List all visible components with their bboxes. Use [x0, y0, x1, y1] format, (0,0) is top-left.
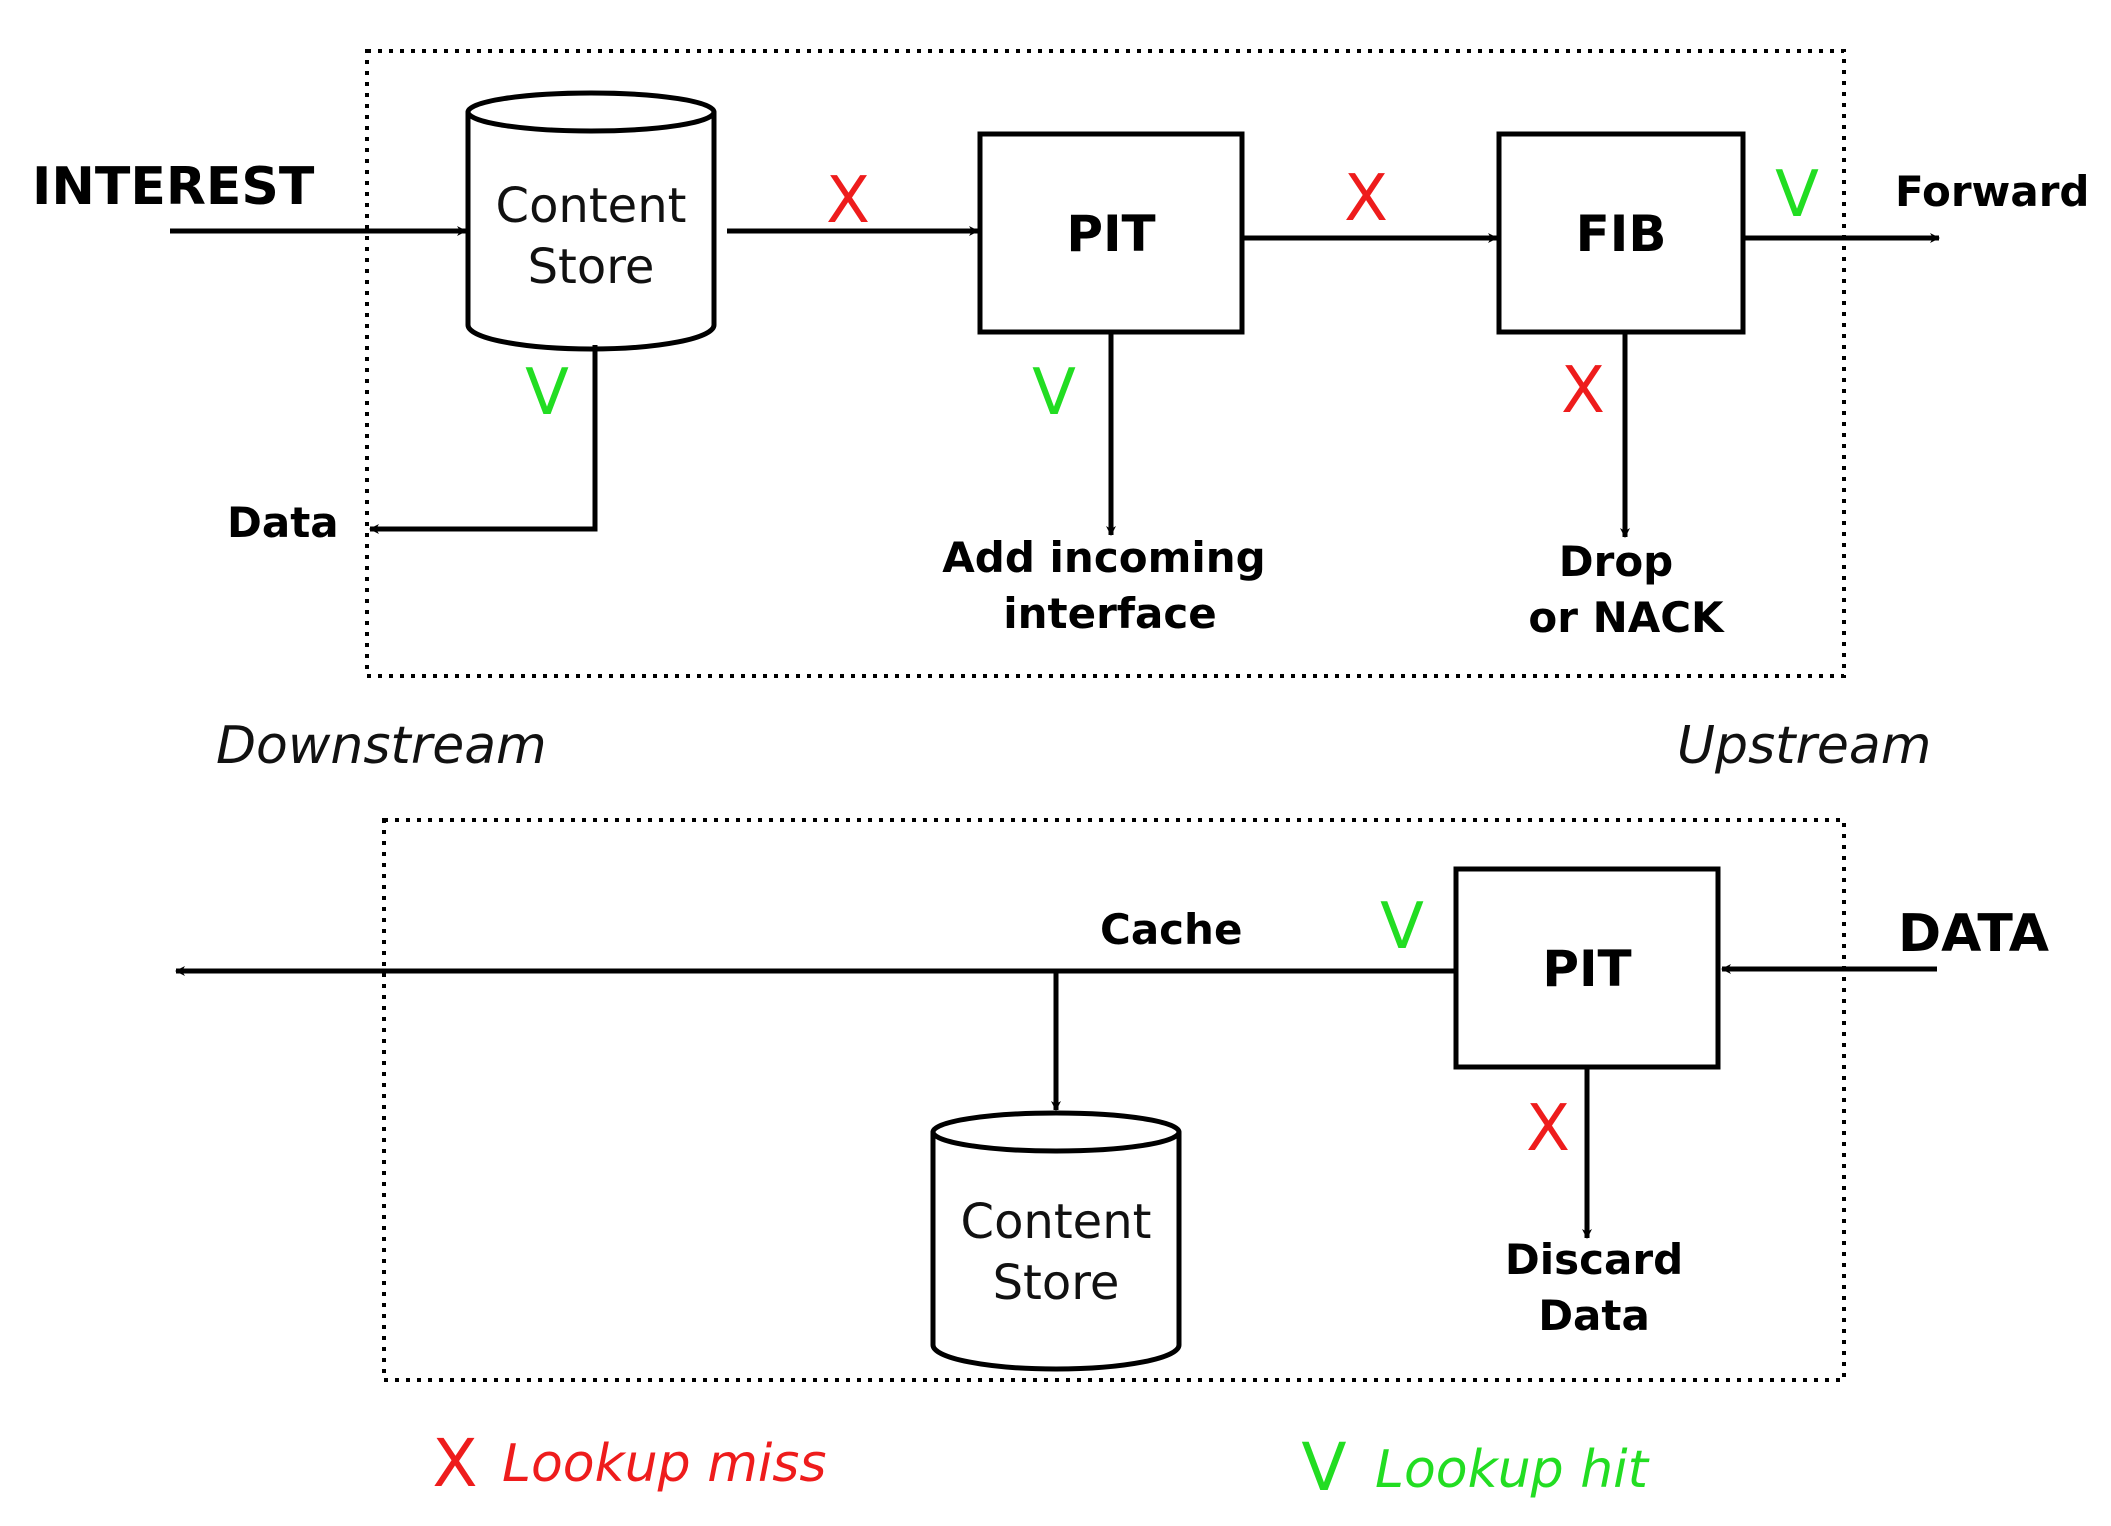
interest-input-label: INTEREST — [32, 157, 315, 217]
fib-box — [1496, 131, 1746, 335]
legend-hit-text: Lookup hit — [1375, 1440, 1650, 1500]
pit-box-data — [1453, 866, 1721, 1070]
content-store-interest: Content Store — [465, 90, 717, 352]
drop-line1: Drop — [1559, 537, 1674, 586]
content-store-data-line1: Content — [961, 1194, 1152, 1250]
downstream-label: Downstream — [216, 716, 547, 776]
discard-line2: Data — [1538, 1291, 1650, 1340]
pit-data-label: PIT — [1542, 940, 1631, 998]
data-pit-miss-mark: X — [1526, 1092, 1570, 1166]
legend-miss-symbol: X — [432, 1425, 477, 1502]
content-store-interest-line2: Store — [528, 239, 655, 295]
cache-label: Cache — [1100, 905, 1242, 954]
content-store-interest-line1: Content — [496, 178, 687, 234]
cs-hit-mark: V — [525, 356, 569, 430]
pit-interest-label: PIT — [1066, 205, 1155, 263]
data-panel-border — [382, 818, 1846, 1382]
discard-line1: Discard — [1505, 1235, 1683, 1284]
interest-panel-border — [365, 49, 1846, 678]
fib-forward-hit-mark: V — [1775, 158, 1819, 232]
pit-box-interest — [977, 131, 1245, 335]
pit-hit-mark: V — [1032, 356, 1076, 430]
content-store-data: Content Store — [930, 1110, 1182, 1372]
data-output-label: Data — [227, 498, 339, 547]
add-incoming-line1: Add incoming — [942, 533, 1265, 582]
fib-miss-mark: X — [1561, 354, 1605, 428]
cs-hit-data-arrow — [369, 345, 598, 534]
data-pit-hit-mark: V — [1380, 890, 1424, 964]
data-input-label: DATA — [1898, 904, 2049, 964]
cs-to-pit-miss-mark: X — [826, 164, 870, 238]
legend-miss-text: Lookup miss — [502, 1434, 827, 1494]
fib-label: FIB — [1576, 205, 1667, 263]
content-store-data-line2: Store — [993, 1255, 1120, 1311]
pit-to-fib-miss-mark: X — [1344, 162, 1388, 236]
add-incoming-line2: interface — [1003, 589, 1217, 638]
forward-label: Forward — [1895, 167, 2089, 216]
drop-line2: or NACK — [1528, 593, 1725, 642]
upstream-label: Upstream — [1677, 716, 1931, 776]
legend-hit-symbol: V — [1301, 1429, 1346, 1506]
